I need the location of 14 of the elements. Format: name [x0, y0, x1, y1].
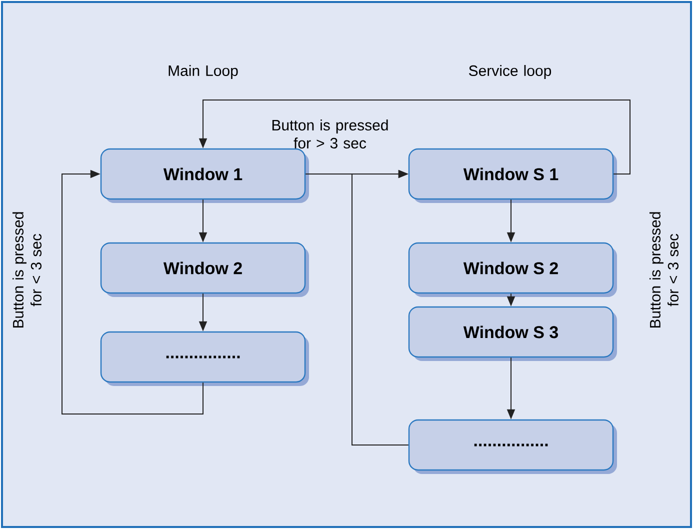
process-box: Window S 3 [408, 306, 617, 361]
process-box: Window S 1 [408, 148, 617, 203]
loop-heading: Service loop [469, 65, 552, 79]
process-box: Window 2 [100, 242, 309, 297]
process-box: Window 1 [100, 148, 309, 203]
process-box: Window S 2 [408, 242, 617, 297]
process-box: ................ [408, 419, 617, 474]
process-box: ................ [100, 331, 309, 386]
arrow [62, 170, 204, 414]
loop-heading: Main Loop [168, 65, 238, 79]
edge-label: Button is pressed for < 3 sec [12, 212, 42, 328]
edge-label: Button is pressed for > 3 sec [272, 120, 388, 148]
arrow [352, 170, 409, 446]
side-note: Button is pressed for < 3 sec [650, 212, 678, 328]
